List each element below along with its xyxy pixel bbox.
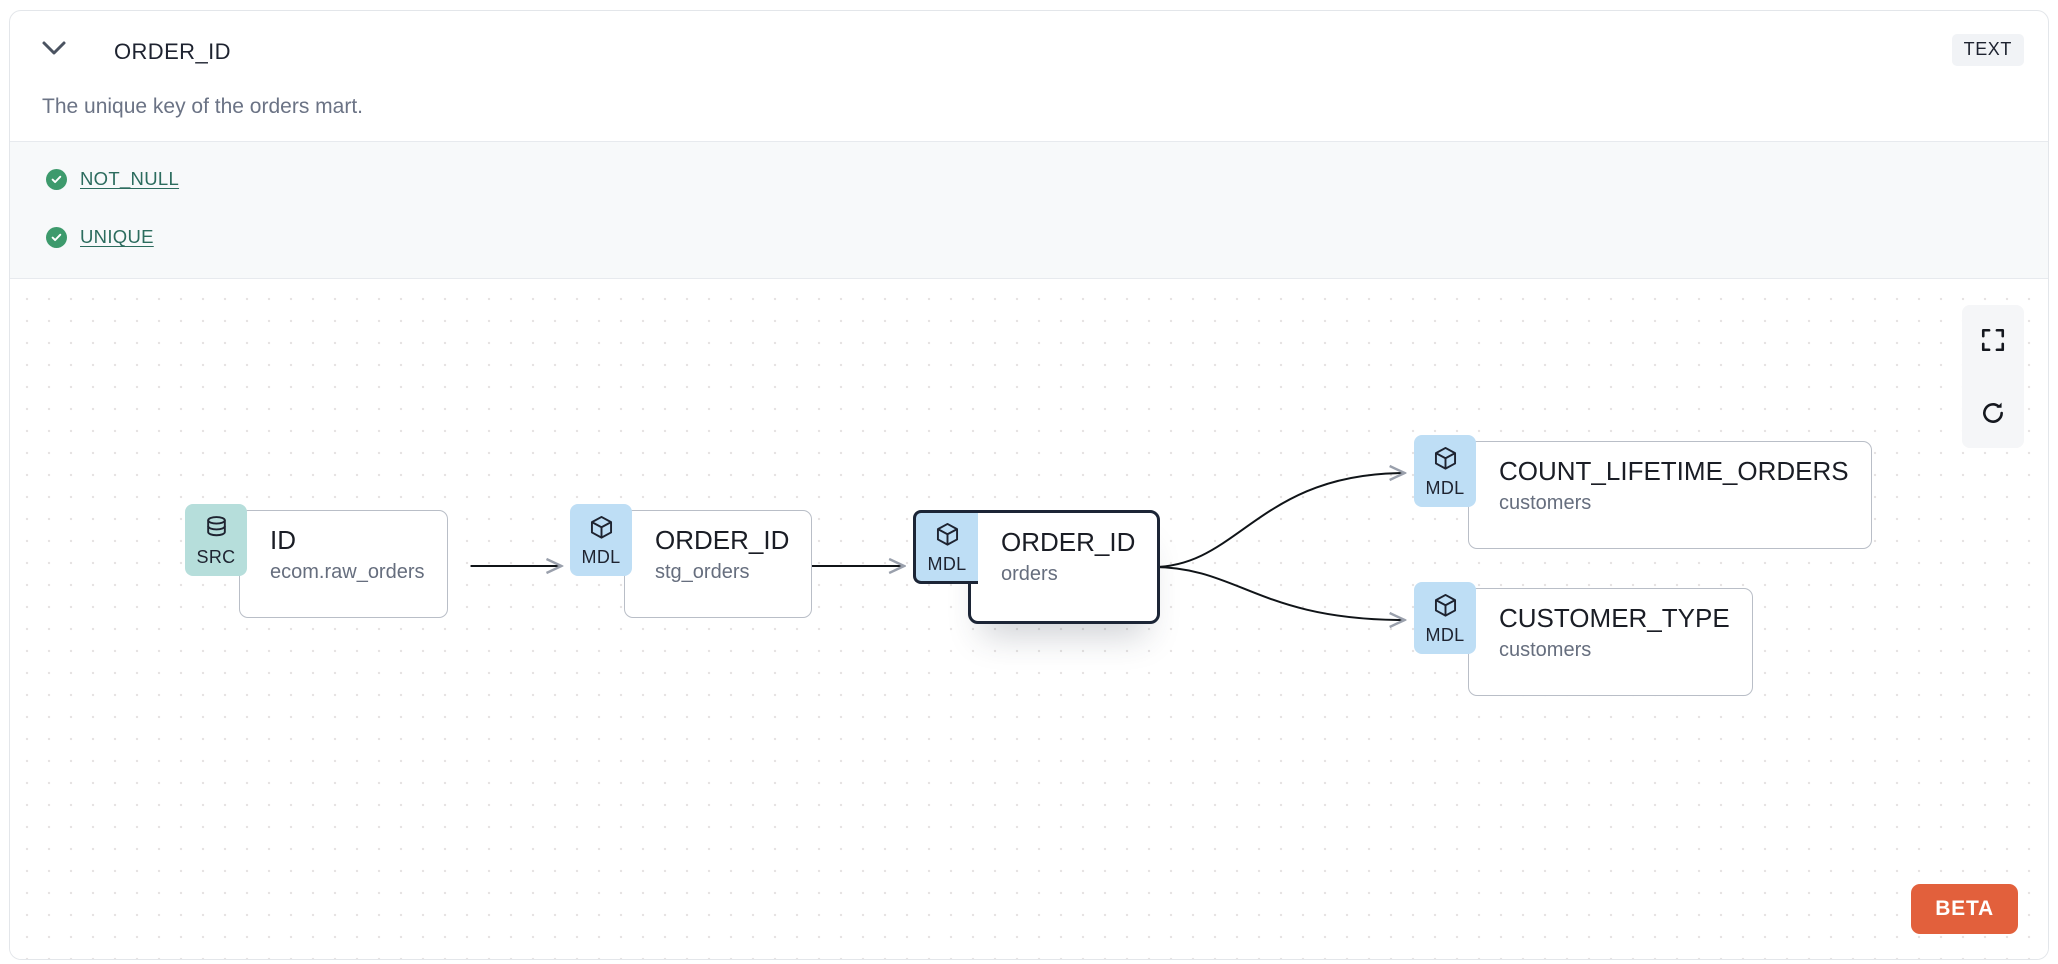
node-badge-label: MDL — [927, 554, 967, 574]
node-badge-label: SRC — [196, 547, 236, 567]
node-column-name: ID — [270, 525, 296, 555]
node-body: ORDER_ID stg_orders — [624, 510, 813, 618]
node-model-name: orders — [1001, 562, 1058, 585]
node-body: COUNT_LIFETIME_ORDERS customers — [1468, 441, 1872, 549]
node-model-name: stg_orders — [655, 560, 750, 583]
node-type-badge: SRC — [185, 504, 247, 576]
node-badge-label: MDL — [1425, 478, 1465, 498]
node-body: ID ecom.raw_orders — [239, 510, 448, 618]
node-type-badge: MDL — [1414, 582, 1476, 654]
test-link-unique[interactable]: UNIQUE — [80, 226, 154, 247]
lineage-node-customer-type[interactable]: MDL CUSTOMER_TYPE customers — [1414, 582, 1753, 696]
lineage-node-src[interactable]: SRC ID ecom.raw_orders — [185, 504, 448, 618]
node-body: ORDER_ID orders — [968, 510, 1161, 624]
test-row: UNIQUE — [46, 226, 154, 248]
column-description: The unique key of the orders mart. — [42, 95, 363, 118]
canvas-controls — [1962, 305, 2024, 448]
lineage-node-stg-orders[interactable]: MDL ORDER_ID stg_orders — [570, 504, 813, 618]
chevron-down-icon[interactable] — [41, 39, 67, 57]
node-badge-label: MDL — [1425, 625, 1465, 645]
tests-section: NOT_NULL UNIQUE — [10, 141, 2048, 279]
edge-orders-count — [1152, 473, 1405, 568]
cube-icon — [934, 521, 961, 553]
database-icon — [203, 514, 230, 546]
node-badge-label: MDL — [581, 547, 621, 567]
cube-icon — [1432, 445, 1459, 477]
node-column-name: CUSTOMER_TYPE — [1499, 603, 1730, 633]
check-circle-icon — [46, 226, 67, 248]
node-column-name: COUNT_LIFETIME_ORDERS — [1499, 456, 1849, 486]
lineage-node-orders-selected[interactable]: MDL ORDER_ID orders — [913, 510, 1161, 624]
lineage-canvas[interactable]: SRC ID ecom.raw_orders MDL ORDE — [10, 280, 2048, 959]
node-model-name: customers — [1499, 491, 1592, 514]
fullscreen-icon[interactable] — [1962, 305, 2024, 375]
node-type-badge: MDL — [1414, 435, 1476, 507]
data-type-badge: TEXT — [1951, 34, 2024, 66]
node-type-badge: MDL — [570, 504, 632, 576]
edge-orders-customertype — [1152, 566, 1405, 620]
test-link-not-null[interactable]: NOT_NULL — [80, 168, 180, 189]
node-model-name: ecom.raw_orders — [270, 560, 425, 583]
cube-icon — [1432, 592, 1459, 624]
node-model-name: customers — [1499, 638, 1592, 661]
node-type-badge: MDL — [913, 510, 978, 584]
column-detail-card: ORDER_ID TEXT The unique key of the orde… — [9, 10, 2049, 960]
lineage-node-count-lifetime-orders[interactable]: MDL COUNT_LIFETIME_ORDERS customers — [1414, 435, 1872, 549]
node-column-name: ORDER_ID — [655, 525, 790, 555]
card-header: ORDER_ID TEXT — [10, 11, 2048, 77]
check-circle-icon — [46, 168, 67, 190]
test-row: NOT_NULL — [46, 168, 179, 190]
node-body: CUSTOMER_TYPE customers — [1468, 588, 1753, 696]
beta-badge[interactable]: BETA — [1911, 884, 2018, 934]
cube-icon — [588, 514, 615, 546]
refresh-icon[interactable] — [1962, 378, 2024, 448]
page-title: ORDER_ID — [114, 39, 231, 64]
node-column-name: ORDER_ID — [1001, 527, 1136, 557]
